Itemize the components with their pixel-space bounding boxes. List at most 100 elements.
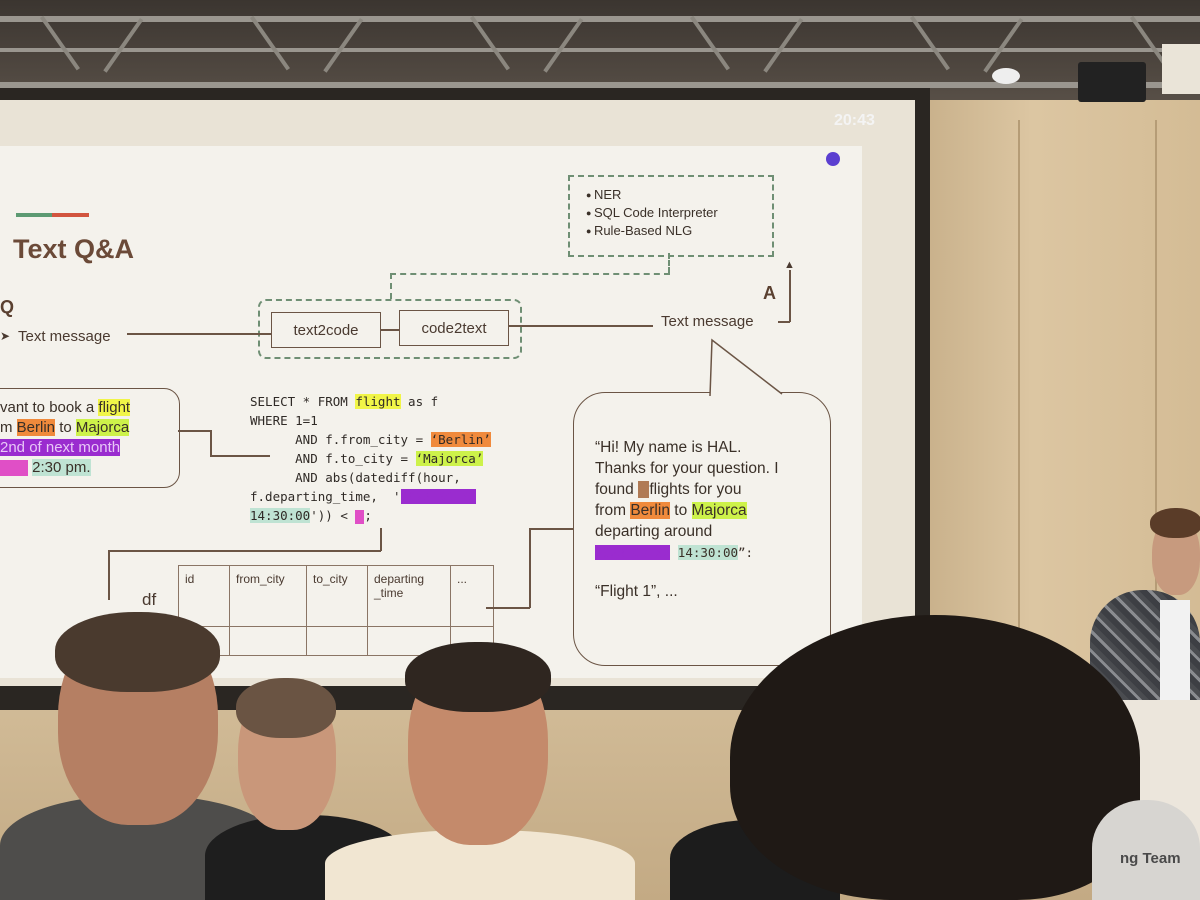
arrow-up-icon: ▲ — [784, 259, 795, 271]
connector-line — [127, 333, 271, 335]
user-message: vant to book a flight m Berlin to Majorc… — [0, 398, 131, 478]
dash-connector — [390, 273, 670, 275]
shirt-text: ng Team — [1120, 850, 1181, 867]
dash-connector — [668, 253, 670, 273]
highlight-from-city: Berlin — [630, 502, 670, 519]
slide-title: Text Q&A — [13, 234, 135, 264]
connector-line — [210, 455, 270, 457]
hal-message: “Hi! My name is HAL. Thanks for your que… — [595, 437, 820, 602]
output-text-message: Text message — [661, 313, 754, 330]
speaker-hair — [1150, 508, 1200, 538]
highlight-marker — [355, 509, 365, 524]
connector-line — [529, 528, 531, 608]
truss-bar — [0, 48, 1200, 52]
highlight-time: 14:30:00 — [677, 545, 739, 560]
table-header: ... — [450, 565, 494, 627]
slide-logo-icon — [826, 152, 840, 166]
table-cell — [306, 626, 368, 656]
audience-head-foreground — [730, 615, 1140, 900]
dash-connector — [390, 273, 392, 299]
truss-diagonal — [40, 15, 80, 71]
connector-line — [178, 430, 211, 432]
connector-line — [486, 607, 530, 609]
clock: 20:43 — [834, 112, 875, 129]
question-label: Q — [0, 297, 15, 317]
highlight-date: 2nd of next month — [0, 439, 121, 456]
highlight-time: 14:30:00 — [250, 508, 311, 523]
truss-diagonal — [103, 18, 144, 73]
input-text-message: Text message — [18, 328, 111, 345]
arrow-icon: ➤ — [0, 329, 11, 343]
code-text: as f — [400, 394, 439, 409]
table-header: id — [178, 565, 230, 627]
user-text: m — [0, 419, 17, 436]
truss-bar — [0, 82, 1200, 88]
component-item: NER — [586, 186, 718, 204]
hal-text: to — [669, 502, 692, 519]
code-text: AND f.to_city = — [250, 451, 416, 466]
connector-line — [789, 270, 791, 322]
code-text: WHERE 1=1 — [250, 413, 318, 428]
highlight-flight: flight — [98, 399, 131, 416]
truss-bar — [0, 16, 1200, 22]
truss-diagonal — [323, 18, 364, 73]
highlight-marker — [0, 460, 28, 477]
highlight-to-city: Majorca — [691, 502, 747, 519]
truss-diagonal — [250, 15, 290, 71]
component-item: SQL Code Interpreter — [586, 204, 718, 222]
text2code-box: text2code — [271, 312, 381, 348]
user-text: to — [55, 419, 76, 436]
pipeline-box — [258, 299, 522, 359]
truss-diagonal — [763, 18, 804, 73]
ceiling-camera — [992, 68, 1020, 84]
code-text: ')) < — [310, 508, 356, 523]
highlight-to-city: ‘Majorca’ — [415, 451, 484, 466]
connector-line — [108, 550, 381, 552]
table-header: from_city — [229, 565, 307, 627]
highlight-from-city: ‘Berlin’ — [430, 432, 491, 447]
wall-seam — [1018, 120, 1020, 680]
hal-text: found — [595, 481, 639, 498]
truss-diagonal — [983, 18, 1024, 73]
connector-line — [380, 329, 399, 331]
component-list: NER SQL Code Interpreter Rule-Based NLG — [586, 186, 718, 240]
highlight-time: 2:30 pm. — [32, 459, 91, 476]
code-text: AND f.from_city = — [250, 432, 431, 447]
df-label: df — [142, 590, 157, 609]
code-text: ; — [364, 508, 372, 523]
speaker-tshirt — [1160, 600, 1190, 700]
wall-seam — [1155, 120, 1157, 680]
audience-hair — [405, 642, 551, 712]
hal-text: from — [595, 502, 631, 519]
audience-person — [1092, 800, 1200, 900]
hal-text: flights for you — [649, 481, 742, 498]
hal-text: “Hi! My name is HAL. — [595, 439, 742, 456]
user-text: vant to book a — [0, 399, 99, 416]
table-cell — [229, 626, 307, 656]
hal-text: ”: — [738, 545, 754, 560]
component-item: Rule-Based NLG — [586, 222, 718, 240]
connector-line — [210, 430, 212, 456]
truss-diagonal — [470, 15, 510, 71]
hal-text: “Flight 1”, ... — [595, 583, 678, 600]
result-table: id from_city to_city departing _time ... — [178, 565, 494, 656]
truss-diagonal — [910, 15, 950, 71]
connector-line — [380, 528, 382, 551]
connector-line — [108, 550, 110, 600]
components-box — [568, 175, 774, 257]
speaker-box — [1162, 44, 1200, 94]
table-header: to_city — [306, 565, 368, 627]
highlight-from-city: Berlin — [16, 419, 56, 436]
code-text: SELECT * FROM — [250, 394, 356, 409]
accent-line-green — [16, 213, 52, 217]
connector-line — [778, 321, 790, 323]
highlight-count: N — [638, 481, 650, 498]
audience-hair — [55, 612, 220, 692]
hal-text: Thanks for your question. I — [595, 460, 779, 477]
code-text: AND abs(datediff(hour, — [250, 470, 461, 485]
table-header: departing _time — [367, 565, 451, 627]
hal-message-bubble — [573, 392, 831, 666]
answer-label: A — [763, 283, 776, 303]
truss-diagonal — [543, 18, 584, 73]
